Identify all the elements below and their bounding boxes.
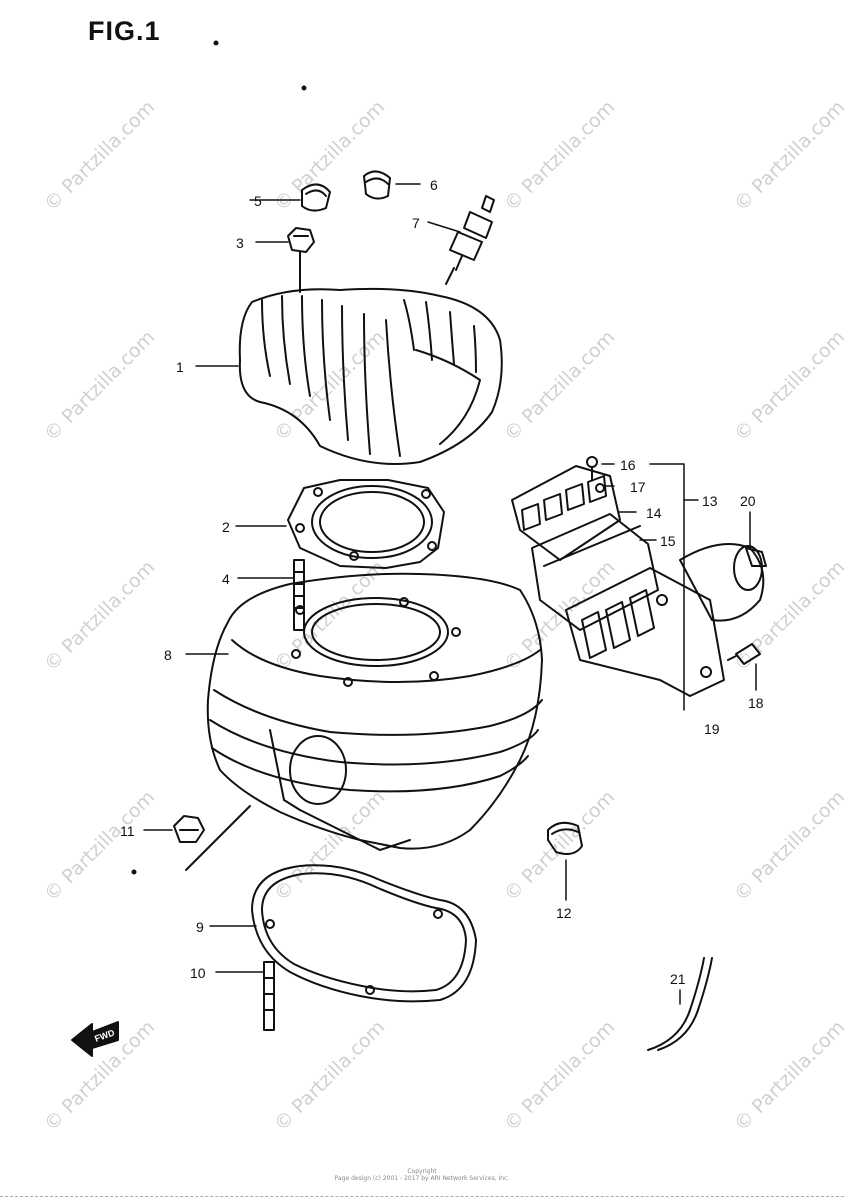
callout-1: 1 (176, 359, 184, 375)
part-5-cap (301, 183, 331, 212)
callout-5: 5 (254, 193, 262, 209)
figure-title: FIG.1 (88, 16, 161, 46)
callout-16: 16 (620, 457, 636, 473)
part-3-nut (287, 227, 315, 293)
callout-17: 17 (630, 479, 646, 495)
part-15-reed-plate (531, 513, 659, 631)
part-21-hose (647, 957, 713, 1051)
callout-7: 7 (412, 215, 420, 231)
part-6-cap (363, 170, 391, 200)
part-16-screw (586, 456, 598, 481)
part-8-cylinder (206, 572, 543, 851)
part-17-screw (595, 483, 605, 493)
callout-9: 9 (196, 919, 204, 935)
stray-dot (301, 85, 307, 91)
page-footer: Copyright Page design (c) 2001 - 2017 by… (0, 1168, 844, 1182)
callout-20: 20 (740, 493, 756, 509)
bottom-rule (0, 1196, 844, 1197)
callout-19: 19 (704, 721, 720, 737)
callout-11: 11 (120, 823, 135, 839)
callout-14: 14 (646, 505, 662, 521)
part-9-base-gasket (251, 864, 477, 1003)
part-11-nut (173, 805, 251, 871)
parts-diagram: 1 2 3 4 5 6 7 8 9 10 11 12 13 14 15 16 1… (71, 40, 767, 1057)
part-20-clamp (745, 547, 767, 567)
part-1-cylinder-head (238, 287, 503, 465)
stray-dot (131, 869, 137, 875)
part-19-intake-manifold (565, 543, 765, 697)
part-7-spark-plug (445, 195, 495, 285)
callout-2: 2 (222, 519, 230, 535)
callout-15: 15 (660, 533, 676, 549)
footer-credit: Page design (c) 2001 - 2017 by ARI Netwo… (334, 1175, 510, 1182)
part-2-head-gasket (287, 479, 445, 569)
callout-6: 6 (430, 177, 438, 193)
callout-13: 13 (702, 493, 718, 509)
part-10-dowel-pin (263, 961, 275, 1031)
part-14-reed-valve (511, 465, 621, 561)
footer-copyright: Copyright (407, 1168, 437, 1175)
callout-21: 21 (670, 971, 686, 987)
part-18-bolt (727, 643, 761, 665)
part-4-stud (293, 559, 305, 631)
callout-4: 4 (222, 571, 230, 587)
part-12-cap (547, 821, 583, 855)
callout-8: 8 (164, 647, 172, 663)
leader-lines (143, 183, 757, 1005)
callout-10: 10 (190, 965, 206, 981)
stray-dot (213, 40, 219, 46)
callout-18: 18 (748, 695, 764, 711)
callout-12: 12 (556, 905, 572, 921)
callout-3: 3 (236, 235, 244, 251)
front-arrow-icon (71, 1021, 119, 1057)
